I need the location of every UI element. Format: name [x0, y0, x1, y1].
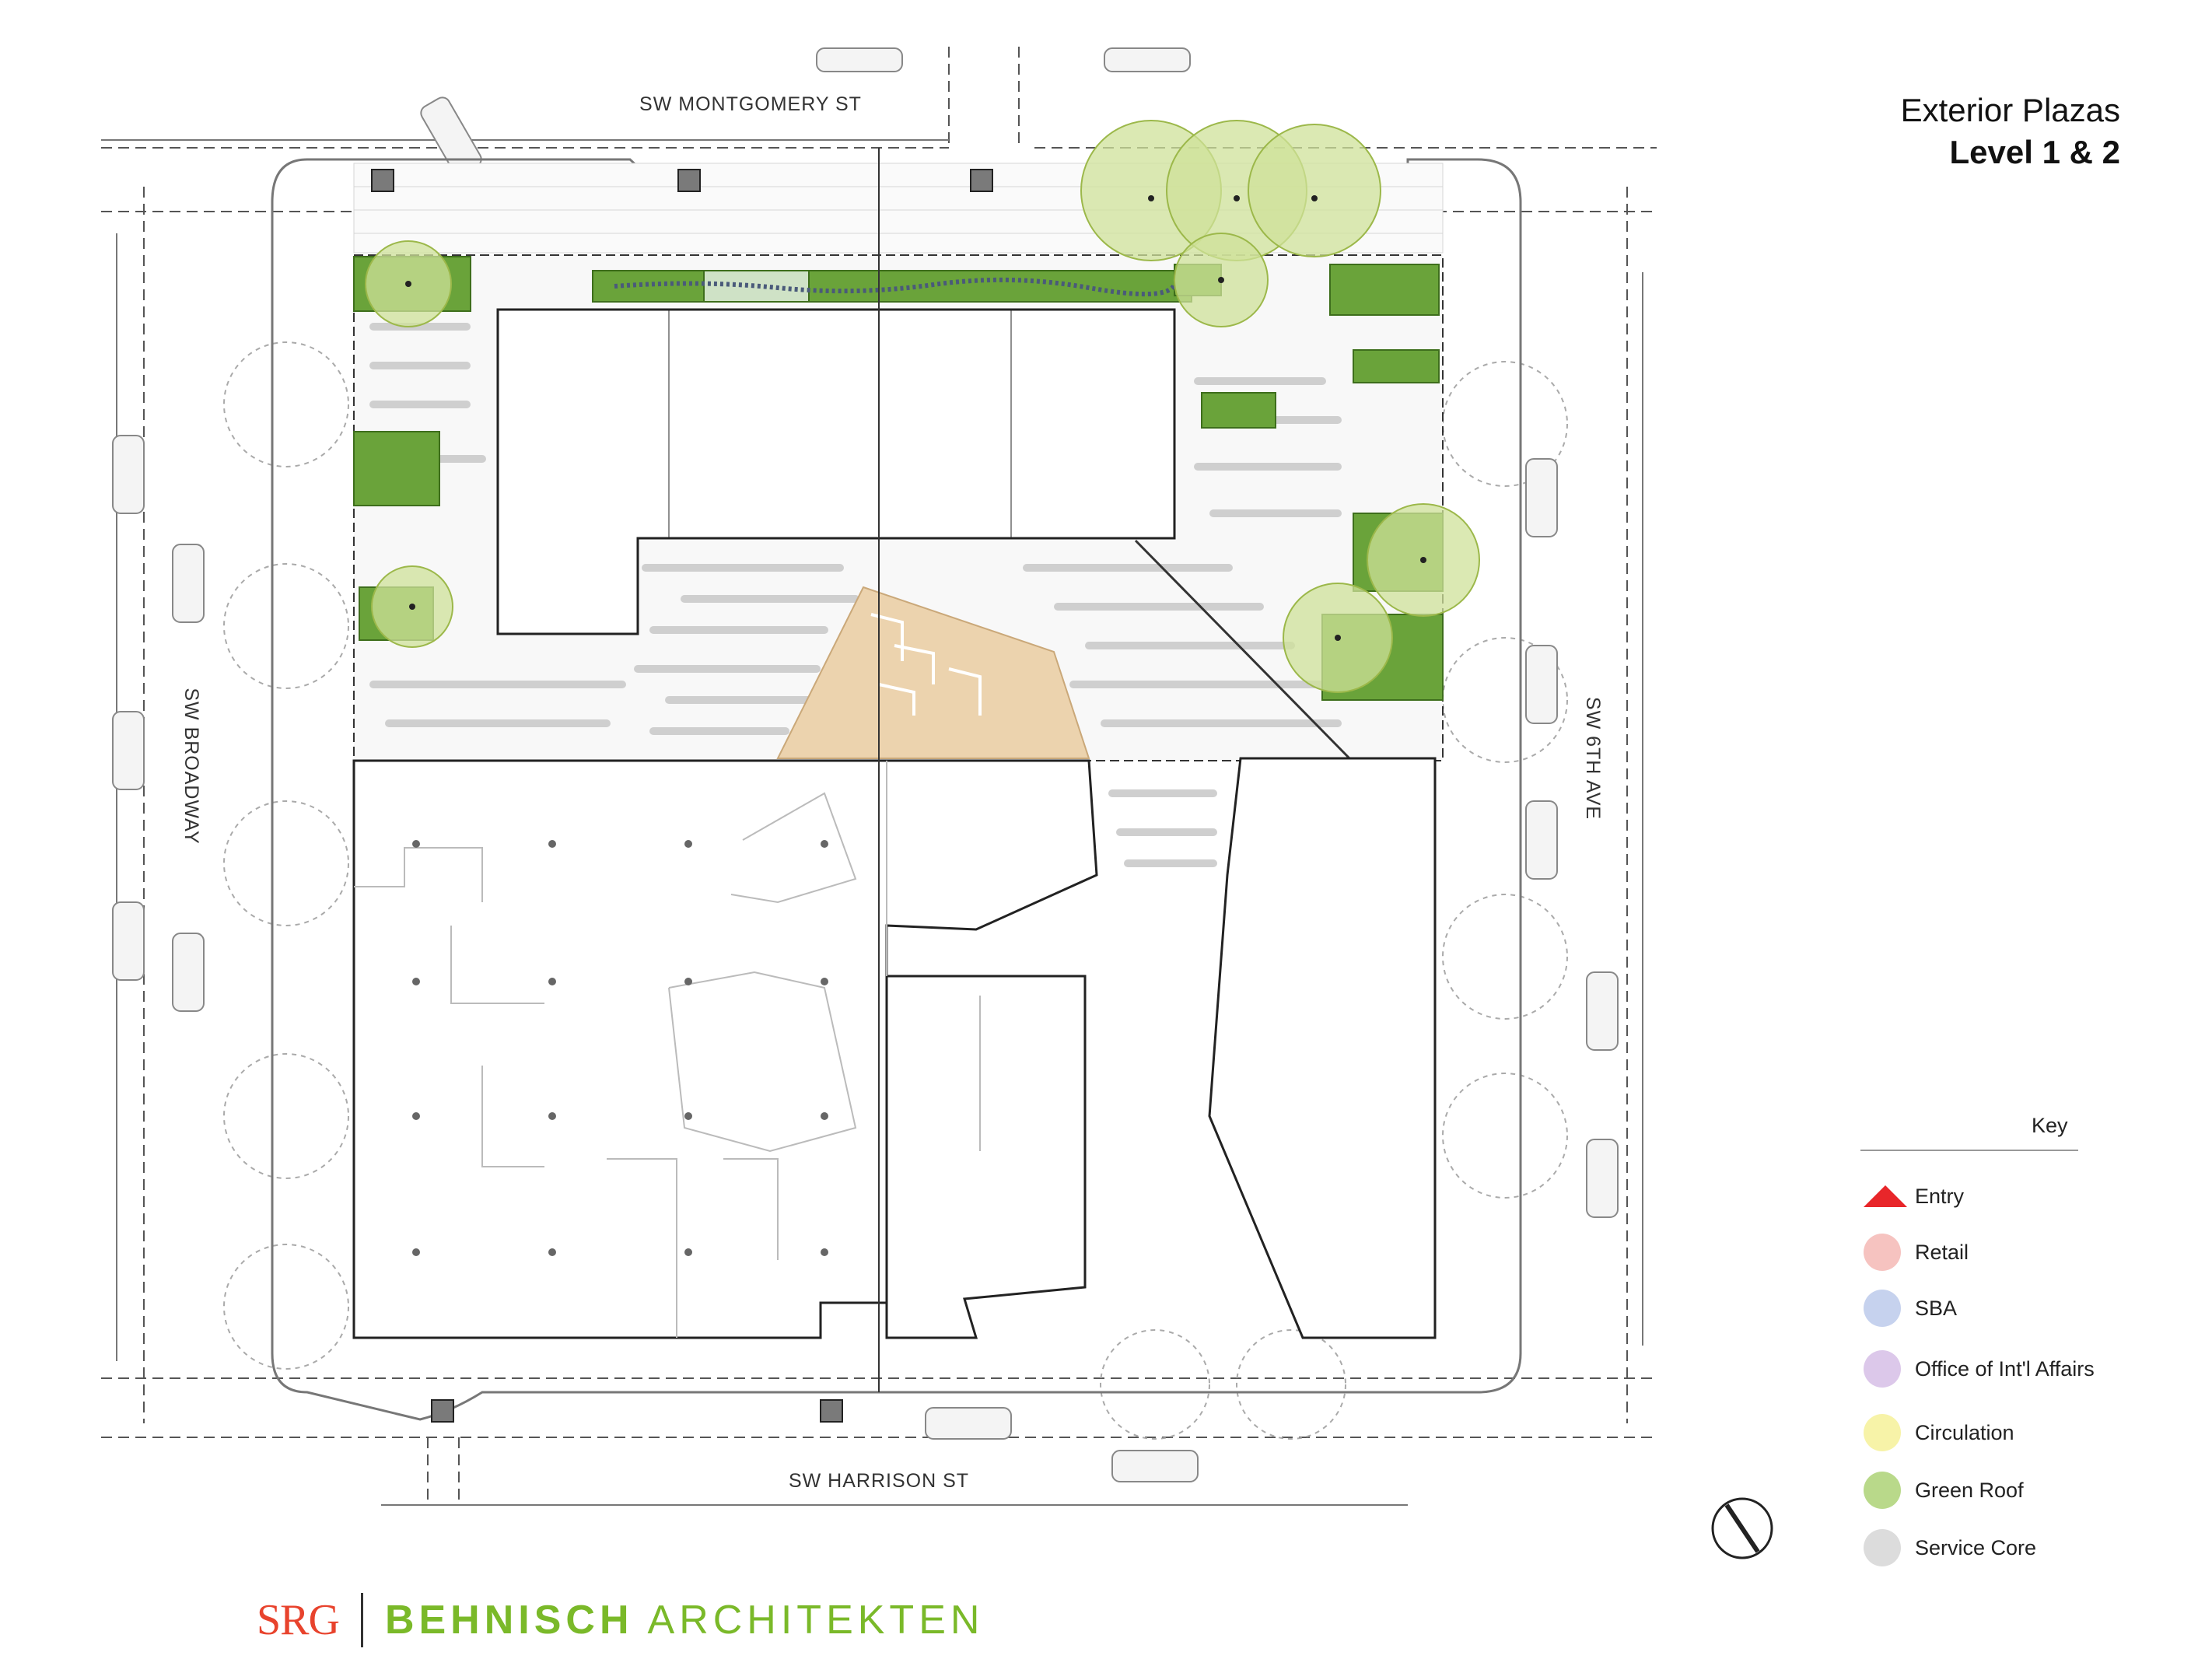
key-label: Circulation	[1915, 1420, 2014, 1444]
key-item-sba: SBA	[1864, 1288, 1957, 1328]
key-item-service-core: Service Core	[1864, 1528, 2036, 1568]
key-item-circulation: Circulation	[1864, 1412, 2014, 1453]
seating-area	[703, 270, 810, 303]
key-item-intl-affairs: Office of Int'l Affairs	[1864, 1349, 2095, 1389]
logo-divider	[360, 1593, 363, 1647]
architekten-logo-text: ARCHITEKTEN	[647, 1598, 985, 1643]
street-tree-circles	[223, 341, 1568, 1440]
srg-logo-text: SRG	[257, 1596, 340, 1644]
tree-trunks	[405, 195, 1426, 641]
structural-columns	[412, 840, 828, 1256]
key-label: Service Core	[1915, 1535, 2037, 1559]
column-markers	[371, 169, 993, 1423]
key-label: Entry	[1915, 1184, 1965, 1208]
building-lower	[352, 757, 1437, 1339]
behnisch-logo-text: BEHNISCH	[384, 1598, 634, 1643]
circulation-swatch-icon	[1864, 1414, 1901, 1451]
entry-triangle-icon	[1864, 1185, 1907, 1207]
key-label: Office of Int'l Affairs	[1915, 1356, 2095, 1381]
key-item-entry: Entry	[1864, 1176, 1964, 1216]
green-roof-swatch-icon	[1864, 1472, 1901, 1509]
key-label: Green Roof	[1915, 1478, 2024, 1502]
curb-lines	[101, 139, 1643, 1506]
rain-garden-stones	[614, 277, 1177, 297]
plan-title: Exterior Plazas	[1900, 92, 2120, 128]
street-label-south: SW HARRISON ST	[789, 1470, 969, 1492]
street-label-north: SW MONTGOMERY ST	[639, 93, 862, 115]
service-core-swatch-icon	[1864, 1529, 1901, 1566]
street-label-east: SW 6TH AVE	[1582, 697, 1604, 820]
retail-swatch-icon	[1864, 1234, 1901, 1271]
parked-cars	[112, 47, 1619, 1482]
plan-subtitle: Level 1 & 2	[1949, 134, 2120, 170]
intl-affairs-swatch-icon	[1864, 1350, 1901, 1388]
sba-swatch-icon	[1864, 1290, 1901, 1327]
key-item-retail: Retail	[1864, 1232, 1969, 1272]
key-label: Retail	[1915, 1240, 1969, 1264]
key-item-green-roof: Green Roof	[1864, 1470, 2024, 1510]
diagonal-wall	[1134, 539, 1351, 760]
amphitheater-tiers	[870, 613, 982, 716]
key-divider	[1860, 1150, 2078, 1151]
street-label-west: SW BROADWAY	[180, 688, 202, 844]
key-label: SBA	[1915, 1296, 1958, 1320]
interior-walls	[354, 761, 981, 1338]
firm-logo: SRG BEHNISCH ARCHITEKTEN	[257, 1593, 984, 1647]
north-arrow-icon	[1711, 1497, 1773, 1559]
key-heading: Key	[2032, 1114, 2068, 1137]
plaza-paving-stripes	[369, 323, 1342, 867]
